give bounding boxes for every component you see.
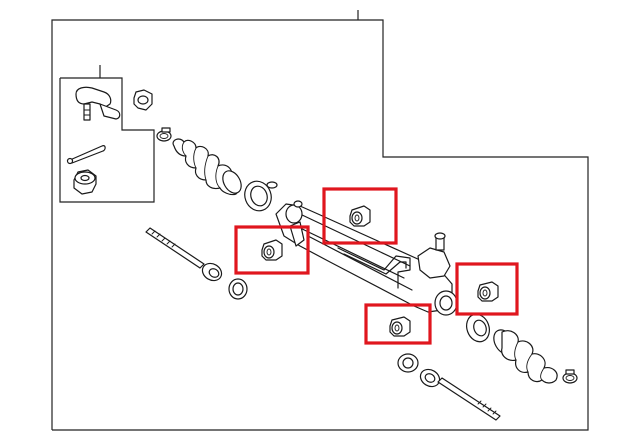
boot-ring-right <box>466 313 490 343</box>
boot-clamp-left <box>156 127 172 142</box>
jam-nut <box>133 89 153 111</box>
tie-rod-end-inset <box>59 65 155 203</box>
mount-bushing-right[interactable] <box>455 262 519 316</box>
boot-ring-left <box>244 180 272 212</box>
lock-washer-right <box>397 353 419 373</box>
boot-clamp-right <box>562 369 578 384</box>
mount-bushing-left[interactable] <box>234 225 310 275</box>
bellows-boot-left <box>172 138 242 196</box>
cotter-pin <box>66 145 106 165</box>
mount-bushing-lower-center[interactable] <box>364 303 432 345</box>
pinion-valve-housing <box>417 232 458 316</box>
inner-tie-rod-right <box>419 368 501 421</box>
bellows-boot-right <box>493 329 558 384</box>
diagram-frame <box>51 10 589 431</box>
inner-tie-rod-left <box>145 227 223 282</box>
outer-tie-rod-end <box>75 86 121 121</box>
small-clip-left <box>266 181 278 189</box>
rack-housing <box>275 200 453 313</box>
castle-nut <box>73 169 97 195</box>
mount-bushing-upper-center[interactable] <box>322 187 398 245</box>
lock-washer-left <box>228 278 248 300</box>
